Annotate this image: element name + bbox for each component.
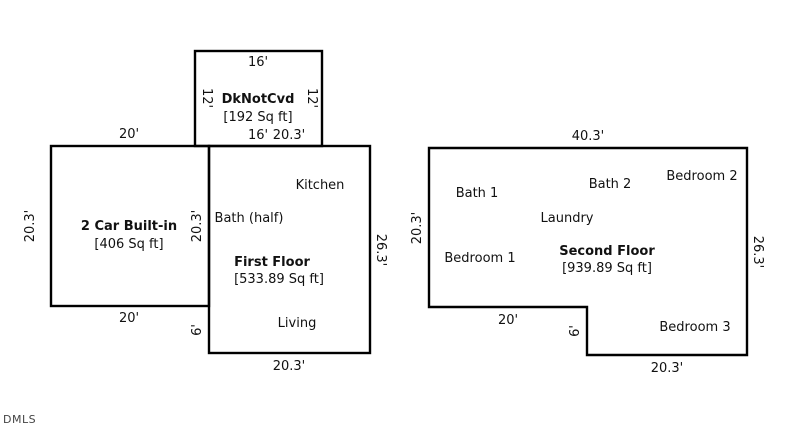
room-bath-2: Bath 2 xyxy=(589,177,632,192)
second-floor-dim-left: 20.3' xyxy=(410,212,425,245)
second-floor-dim-bottom-right: 20.3' xyxy=(651,361,684,376)
second-floor-dim-bottom-left: 20' xyxy=(498,313,518,328)
first-floor-dim-right: 26.3' xyxy=(373,234,388,267)
second-floor-area-label: [939.89 Sq ft] xyxy=(562,261,652,276)
deck-dim-top: 16' xyxy=(248,55,268,70)
deck-title: DkNotCvd xyxy=(222,92,295,107)
first-floor-outline xyxy=(207,144,372,355)
room-bath-1: Bath 1 xyxy=(456,186,499,201)
first-floor-area: 20.3' Kitchen Bath (half) First Floor [5… xyxy=(190,128,388,374)
first-floor-dim-left-lower: 6' xyxy=(190,324,205,336)
room-bedroom-3: Bedroom 3 xyxy=(659,320,730,335)
deck-dim-left: 12' xyxy=(199,88,214,108)
room-bath-half: Bath (half) xyxy=(215,211,284,226)
second-floor-title: Second Floor xyxy=(559,244,655,259)
room-bedroom-2: Bedroom 2 xyxy=(666,169,737,184)
second-floor-dim-right: 26.3' xyxy=(750,236,765,269)
second-floor-outline xyxy=(427,146,749,357)
room-laundry: Laundry xyxy=(541,211,594,226)
garage-dim-left: 20.3' xyxy=(23,210,38,243)
deck-area-label: [192 Sq ft] xyxy=(223,110,292,125)
first-floor-dim-top: 20.3' xyxy=(273,128,306,143)
room-living: Living xyxy=(278,316,317,331)
garage-area-label: [406 Sq ft] xyxy=(94,237,163,252)
garage-dim-top: 20' xyxy=(119,127,139,142)
room-bedroom-1: Bedroom 1 xyxy=(444,251,515,266)
garage-dim-bottom: 20' xyxy=(119,311,139,326)
second-floor-dim-top: 40.3' xyxy=(572,129,605,144)
deck-dim-bottom: 16' xyxy=(248,128,268,143)
room-kitchen: Kitchen xyxy=(296,178,345,193)
garage-title: 2 Car Built-in xyxy=(81,219,177,234)
first-floor-area-label: [533.89 Sq ft] xyxy=(234,272,324,287)
second-floor-area: 40.3' Bath 1 Bath 2 Bedroom 2 Laundry Se… xyxy=(410,129,765,376)
mls-watermark-logo: DMLS xyxy=(3,413,36,426)
second-floor-dim-step: 6' xyxy=(568,325,583,337)
first-floor-dim-left-upper: 20.3' xyxy=(190,210,205,243)
first-floor-title: First Floor xyxy=(234,255,310,270)
first-floor-dim-bottom: 20.3' xyxy=(273,359,306,374)
deck-dim-right: 12' xyxy=(304,88,319,108)
garage-area: 2 Car Built-in [406 Sq ft] 20' 20' 20.3' xyxy=(23,127,211,326)
